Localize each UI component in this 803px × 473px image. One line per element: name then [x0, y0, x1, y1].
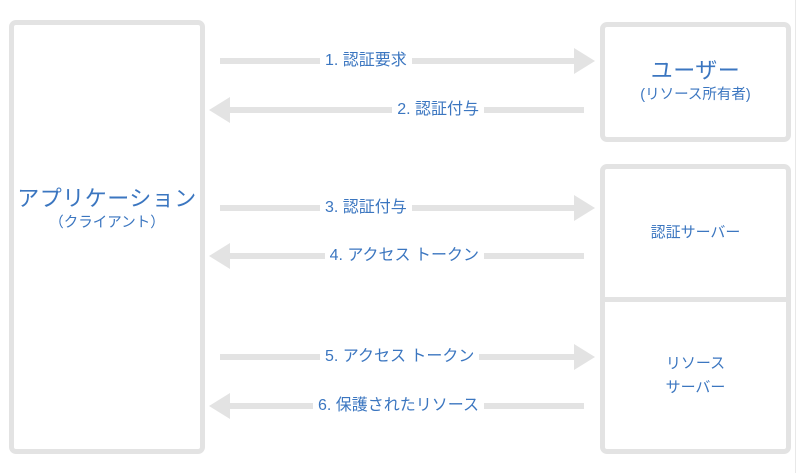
flow-line-right-segment	[411, 58, 574, 64]
actor-box-application[interactable]: アプリケーション （クライアント）	[9, 20, 205, 454]
flow-arrow-6: 6. 保護されたリソース	[209, 393, 595, 419]
auth-server-name: 認証サーバー	[650, 224, 741, 241]
actor-box-user[interactable]: ユーザー (リソース所有者)	[600, 22, 791, 142]
flow-line-right-segment	[484, 107, 584, 113]
flow-line-left-segment	[230, 403, 313, 409]
flow-label-2: 2. 認証付与	[397, 101, 479, 118]
flow-label-3: 3. 認証付与	[325, 199, 407, 216]
flow-line-right-segment	[479, 354, 574, 360]
flow-arrow-4: 4. アクセス トークン	[209, 243, 595, 269]
flow-line-left-segment	[230, 107, 393, 113]
actor-box-auth-server[interactable]: 認証サーバー	[605, 169, 786, 302]
flow-arrow-3: 3. 認証付与	[209, 195, 595, 221]
flow-arrow-5: 5. アクセス トークン	[209, 344, 595, 370]
flow-line-left-segment	[220, 205, 320, 211]
user-subtitle: (リソース所有者)	[640, 86, 751, 103]
flow-label-6: 6. 保護されたリソース	[318, 397, 479, 414]
flow-label-4: 4. アクセス トークン	[329, 247, 479, 264]
flow-line-left-segment	[230, 253, 325, 259]
arrow-head-right-icon	[574, 48, 595, 74]
resource-server-name-line1: リソース	[665, 354, 726, 372]
application-label-stack: アプリケーション （クライアント）	[14, 185, 200, 234]
resource-server-name: リソース サーバー	[666, 352, 726, 400]
flow-arrow-2: 2. 認証付与	[209, 97, 595, 123]
flow-arrow-1: 1. 認証要求	[209, 48, 595, 74]
resource-server-name-line2: サーバー	[665, 378, 726, 396]
flow-line-right-segment	[484, 403, 584, 409]
actor-box-resource-server[interactable]: リソース サーバー	[605, 302, 786, 449]
arrow-head-right-icon	[574, 344, 595, 370]
page-edge-divider	[795, 0, 796, 473]
flow-line-right-segment	[411, 205, 574, 211]
application-subtitle: （クライアント）	[49, 214, 165, 231]
arrow-head-right-icon	[574, 195, 595, 221]
flow-label-5: 5. アクセス トークン	[325, 348, 475, 365]
flow-line-left-segment	[220, 354, 320, 360]
arrow-head-left-icon	[209, 243, 230, 269]
application-name: アプリケーション	[17, 186, 197, 211]
flow-line-left-segment	[220, 58, 320, 64]
flow-label-1: 1. 認証要求	[325, 52, 407, 69]
arrow-head-left-icon	[209, 393, 230, 419]
user-name: ユーザー	[650, 58, 741, 84]
arrow-head-left-icon	[209, 97, 230, 123]
flow-line-right-segment	[484, 253, 584, 259]
actor-box-servers: 認証サーバー リソース サーバー	[600, 164, 791, 454]
